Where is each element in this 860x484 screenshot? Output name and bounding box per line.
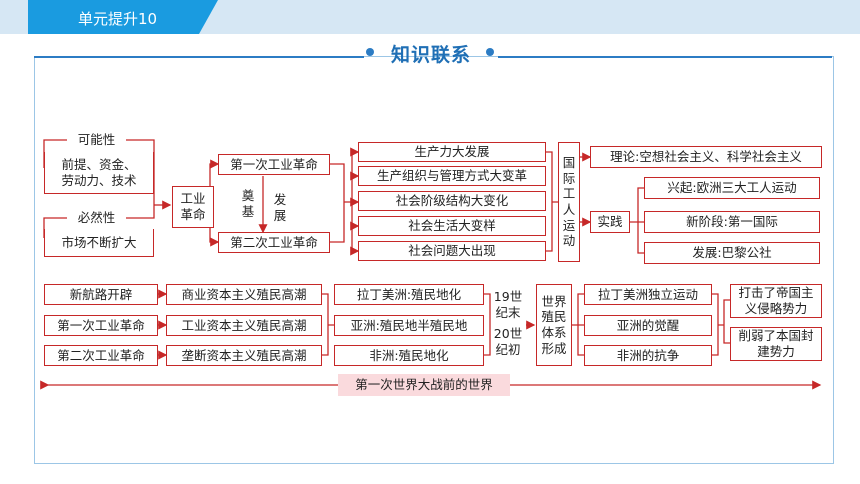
asia-awakening-box: 亚洲的觉醒 — [584, 315, 712, 336]
necessity-box: 市场不断扩大 — [44, 229, 154, 257]
century-20-label: 20世 纪初 — [493, 326, 523, 357]
header-rule-right — [498, 56, 832, 58]
theory-box: 理论:空想社会主义、科学社会主义 — [590, 146, 822, 168]
result-weaken-feudal: 削弱了本国封 建势力 — [730, 327, 822, 361]
commercial-colonial-box: 商业资本主义殖民高潮 — [166, 284, 322, 305]
africa-region-box: 非洲:殖民地化 — [334, 345, 484, 366]
impact-productivity: 生产力大发展 — [358, 142, 546, 162]
row2-first-ir-box: 第一次工业革命 — [44, 315, 158, 336]
world-colonial-system-box: 世界 殖民 体系 形成 — [536, 284, 572, 366]
development-label: 发 展 — [273, 192, 287, 223]
industrial-revolution-box: 工业 革命 — [172, 186, 214, 228]
section-title: 知识联系 — [390, 44, 471, 66]
practice-box: 实践 — [590, 211, 630, 233]
header-dot-right — [486, 48, 494, 56]
unit-tab[interactable]: 单元提升10 — [28, 0, 218, 34]
monopoly-colonial-box: 垄断资本主义殖民高潮 — [166, 345, 322, 366]
century-19-label: 19世 纪末 — [493, 289, 523, 320]
foundation-label: 奠 基 — [241, 188, 255, 219]
second-ir-box: 第二次工业革命 — [218, 232, 330, 253]
latin-america-region-box: 拉丁美洲:殖民地化 — [334, 284, 484, 305]
impact-social-life: 社会生活大变样 — [358, 216, 546, 236]
industrial-colonial-box: 工业资本主义殖民高潮 — [166, 315, 322, 336]
africa-struggle-box: 非洲的抗争 — [584, 345, 712, 366]
intl-workers-movement-box: 国 际 工 人 运 动 — [558, 142, 580, 262]
header-rule-left — [34, 56, 364, 58]
practice-rise: 兴起:欧洲三大工人运动 — [644, 177, 820, 199]
practice-first-international: 新阶段:第一国际 — [644, 211, 820, 233]
unit-tab-label: 单元提升10 — [78, 10, 158, 28]
possibility-box: 前提、资金、 劳动力、技术 — [44, 152, 154, 194]
possibility-title: 可能性 — [77, 132, 116, 147]
bottom-label-band — [338, 374, 510, 396]
header-dot-left — [366, 48, 374, 56]
new-sea-routes-box: 新航路开辟 — [44, 284, 158, 305]
impact-class-structure: 社会阶级结构大变化 — [358, 191, 546, 211]
row2-second-ir-box: 第二次工业革命 — [44, 345, 158, 366]
impact-organization: 生产组织与管理方式大变革 — [358, 166, 546, 186]
necessity-title: 必然性 — [77, 210, 116, 225]
first-ir-box: 第一次工业革命 — [218, 154, 330, 175]
latin-america-independence-box: 拉丁美洲独立运动 — [584, 284, 712, 305]
bottom-label: 第一次世界大战前的世界 — [355, 377, 493, 392]
asia-region-box: 亚洲:殖民地半殖民地 — [334, 315, 484, 336]
result-strike-imperialism: 打击了帝国主 义侵略势力 — [730, 284, 822, 318]
practice-paris-commune: 发展:巴黎公社 — [644, 242, 820, 264]
impact-social-problems: 社会问题大出现 — [358, 241, 546, 261]
